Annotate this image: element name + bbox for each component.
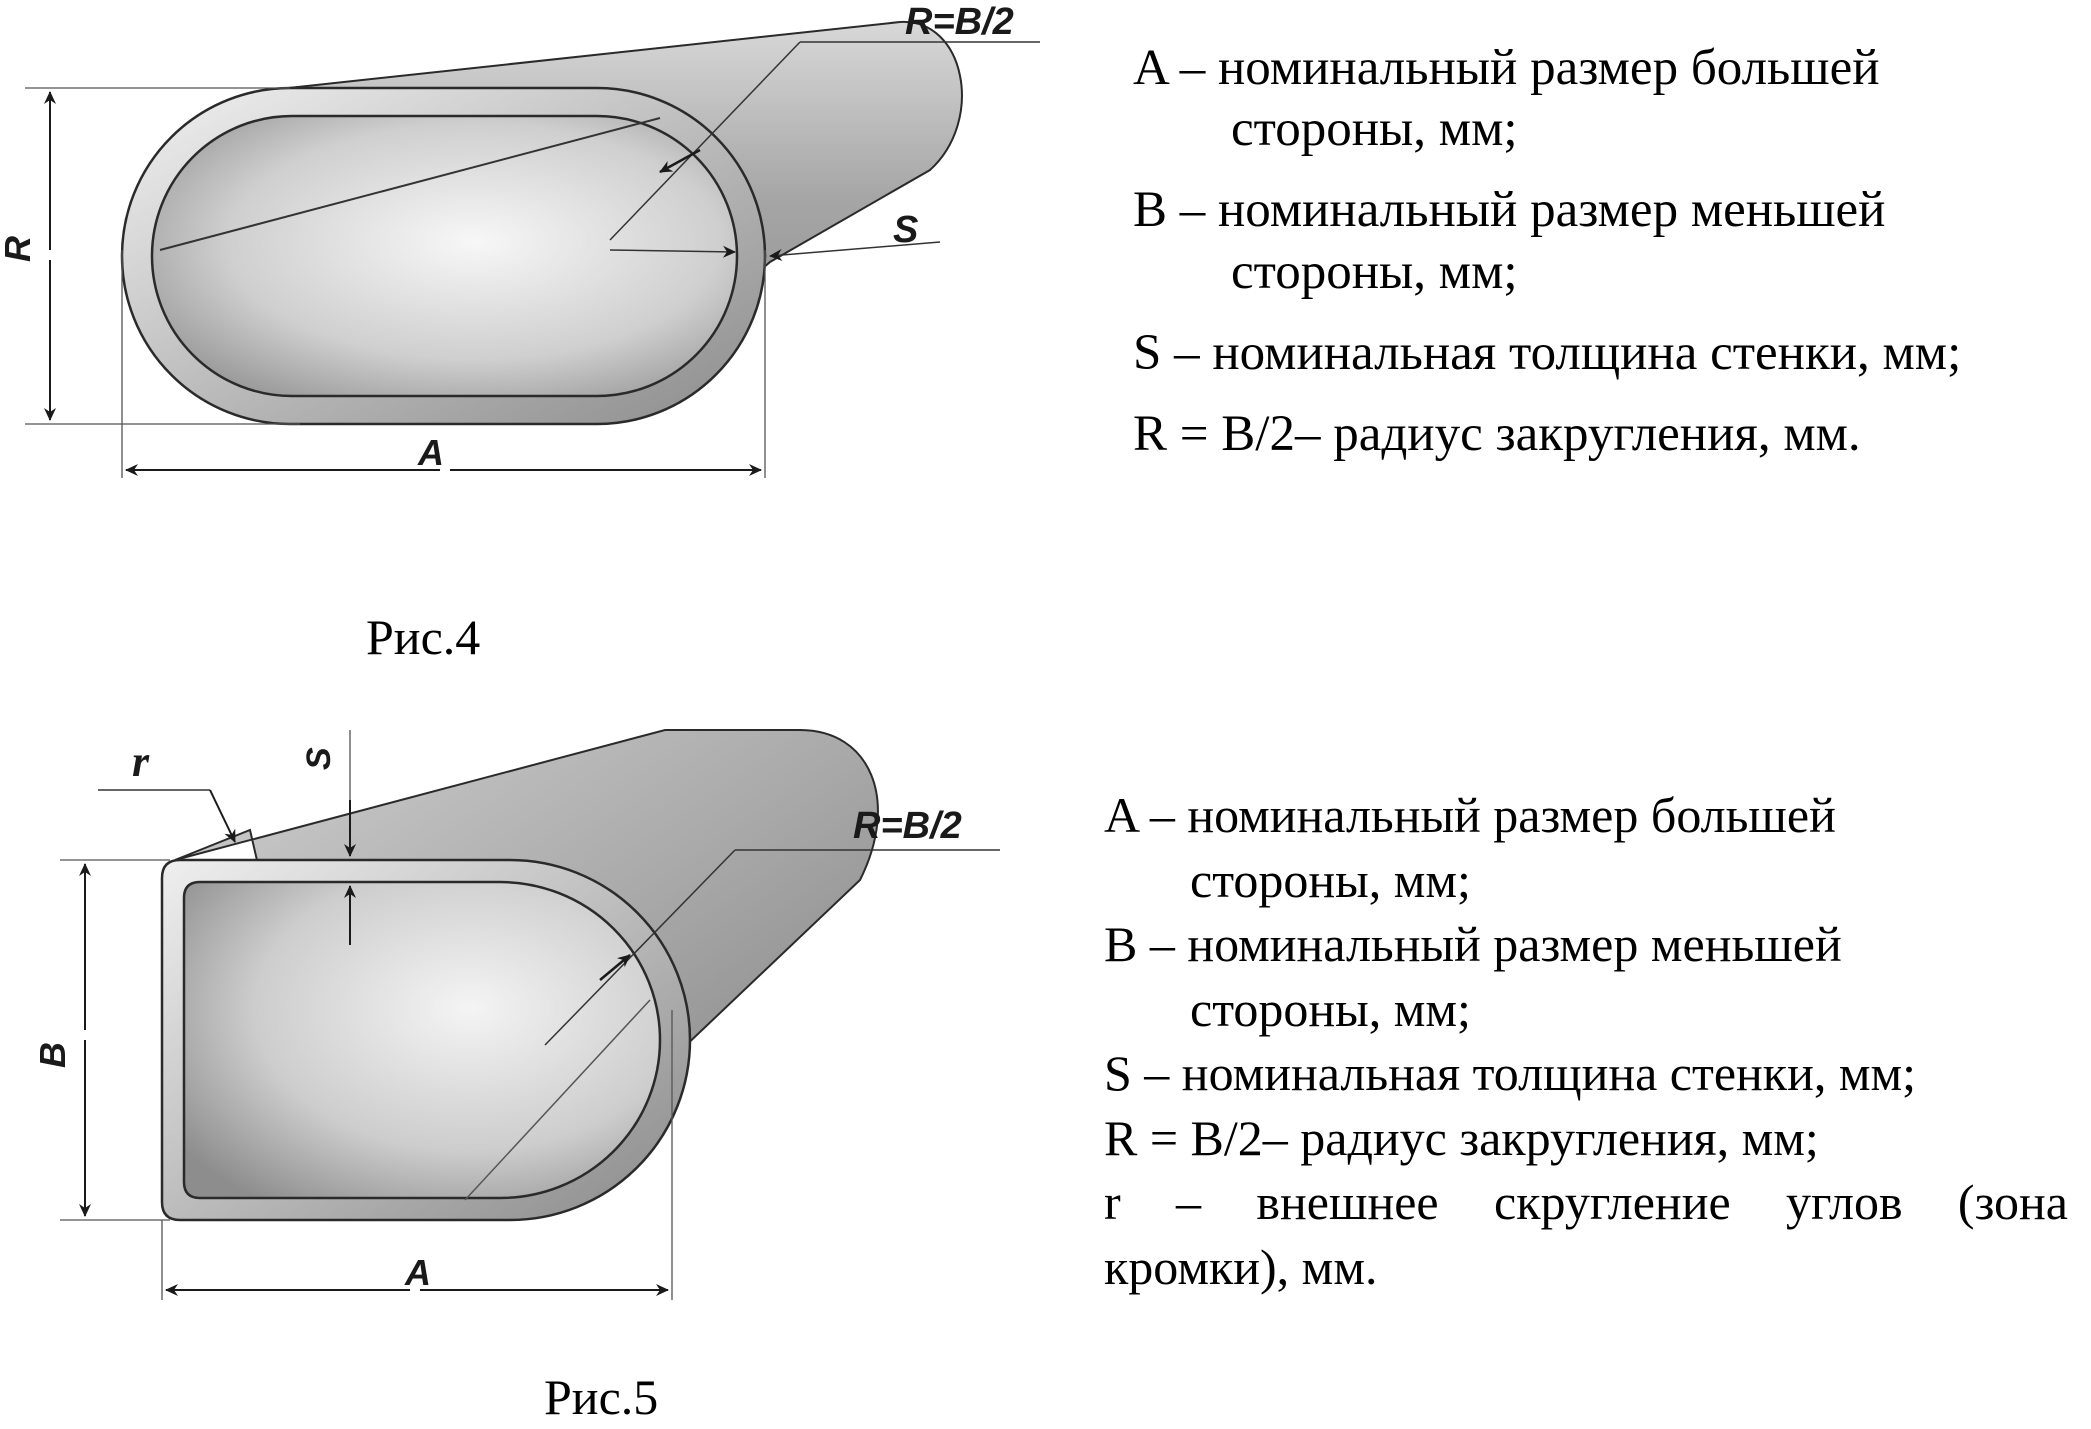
legend5-item-corner-line1: r – внешнее скругление углов (зона (1104, 1174, 2068, 1230)
legend5-item-a-line1: A – номинальный размер большей (1104, 787, 1836, 843)
legend5-item-b-line1: B – номинальный размер меньшей (1104, 916, 1842, 972)
thickness-leader (609, 245, 736, 258)
thickness-label: S (893, 209, 918, 251)
legend5-item-corner: r – внешнее скругление углов (зона кромк… (1104, 1170, 2068, 1299)
inner-profile (182, 880, 662, 1200)
figure-5-caption: Рис.5 (544, 1369, 659, 1425)
legend4-item-b-line1: B – номинальный размер меньшей (1133, 182, 1886, 239)
legend4-item-b-line2: стороны, мм; (1231, 243, 1518, 300)
radius-label: R=B/2 (853, 805, 962, 847)
side-label: R (0, 236, 38, 262)
legend4-item-r: R = B/2– радиус закругления, мм. (1133, 405, 1861, 462)
figure-5-legend: A – номинальный размер большей стороны, … (1104, 783, 2068, 1299)
corner-arrow (209, 789, 236, 843)
legend5-item-corner-line2: кромки), мм. (1104, 1238, 1378, 1295)
radius-arrow (599, 954, 631, 981)
side-label: B (32, 1042, 73, 1068)
radius-label: R=B/2 (905, 1, 1014, 43)
legend4-item-s: S – номинальная толщина стенки, мм; (1133, 324, 1962, 381)
width-label: A (404, 1252, 431, 1293)
legend5-item-r: R = B/2– радиус закругления, мм; (1104, 1109, 1819, 1166)
thickness-label: S (300, 747, 338, 770)
legend5-item-a: A – номинальный размер большей стороны, … (1104, 783, 2068, 912)
legend4-item-b: B – номинальный размер меньшей стороны, … (1133, 180, 1961, 302)
radius-arrow (659, 148, 701, 174)
legend5-item-s: S – номинальная толщина стенки, мм; (1104, 1045, 1917, 1101)
figure-4-caption: Рис.4 (366, 609, 481, 665)
figure-4-oval-pipe-drawing: R=B/2 S R A (0, 1, 1040, 478)
inner-reflection (464, 999, 651, 1201)
legend5-item-b-line2: стороны, мм; (1190, 980, 1471, 1037)
corner-label: r (132, 737, 150, 786)
legend5-item-b: B – номинальный размер меньшей стороны, … (1104, 912, 2068, 1041)
legend4-item-a-line1: A – номинальный размер большей (1133, 40, 1880, 96)
legend4-item-a-line2: стороны, мм; (1231, 101, 1518, 158)
legend4-item-a: A – номинальный размер большей стороны, … (1133, 38, 1961, 160)
thickness-leader-right (769, 241, 941, 261)
figure-5-flat-oval-pipe-drawing: r S R=B/2 B A (32, 729, 1000, 1300)
radius-leader-diagonal (609, 41, 801, 241)
radius-leader-diagonal (544, 849, 736, 1046)
figure-4-legend: A – номинальный размер большей стороны, … (1133, 38, 1961, 485)
legend5-item-a-line2: стороны, мм; (1190, 851, 1471, 908)
seam-line (159, 117, 661, 251)
inner-profile (150, 114, 739, 398)
width-label: A (417, 432, 444, 473)
